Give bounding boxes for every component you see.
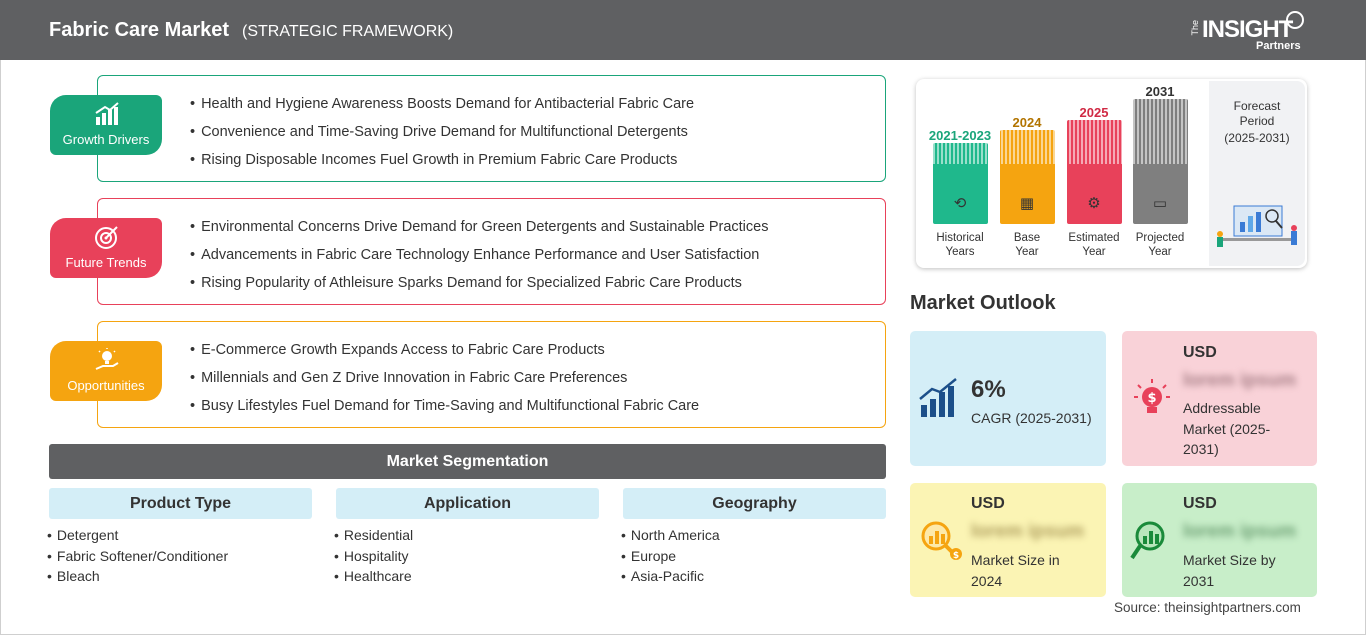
list-item: E-Commerce Growth Expands Access to Fabr…	[190, 340, 699, 368]
presentation-icon: ▭	[1152, 195, 1168, 212]
list-item: Busy Lifestyles Fuel Demand for Time-Sav…	[190, 396, 699, 424]
target-icon	[95, 226, 118, 249]
logo-magnifier-icon	[1286, 11, 1304, 29]
svg-text:$: $	[1147, 391, 1156, 406]
projected-year-value: 2031	[1145, 84, 1175, 99]
list-item: Healthcare	[334, 566, 413, 587]
cagr-label: CAGR (2025-2031)	[971, 410, 1092, 426]
source-credit[interactable]: Source: theinsightpartners.com	[1114, 600, 1301, 615]
list-item: Rising Popularity of Athleisure Sparks D…	[190, 273, 768, 301]
logo-insight: INSIGHT	[1202, 16, 1293, 43]
addressable-market-label: Addressable Market (2025- 2031)	[1183, 400, 1271, 457]
gears-icon: ⚙	[1087, 195, 1101, 212]
forecast-period-label: Forecast Period (2025-2031)	[1224, 99, 1290, 145]
list-item: Hospitality	[334, 546, 413, 567]
page-title: Fabric Care Market	[49, 19, 230, 41]
application-list: Residential Hospitality Healthcare	[334, 525, 413, 587]
list-item: Fabric Softener/Conditioner	[47, 546, 228, 567]
growth-drivers-box: Health and Hygiene Awareness Boosts Dema…	[97, 75, 886, 182]
segment-heading-application: Application	[336, 488, 599, 519]
addressable-market-value: lorem ipsum	[1183, 370, 1296, 391]
product-type-list: Detergent Fabric Softener/Conditioner Bl…	[47, 525, 228, 587]
market-size-2031-label: Market Size by 2031	[1183, 552, 1276, 589]
history-icon: ⟲	[953, 195, 967, 212]
future-trends-list: Environmental Concerns Drive Demand for …	[190, 217, 768, 301]
opportunities-box: E-Commerce Growth Expands Access to Fabr…	[97, 321, 886, 428]
growth-chart-icon	[95, 102, 119, 125]
growth-drivers-badge: Growth Drivers	[50, 95, 162, 155]
magnifier-chart-icon: $	[921, 521, 962, 561]
list-item: Millennials and Gen Z Drive Innovation i…	[190, 368, 699, 396]
base-year-value: 2024	[1012, 115, 1042, 130]
logo-partners: Partners	[1256, 40, 1301, 52]
header-bar: Fabric Care Market (STRATEGIC FRAMEWORK)…	[0, 0, 1366, 60]
list-item: Residential	[334, 525, 413, 546]
base-year-label: Base Year	[1013, 232, 1041, 258]
list-item: Detergent	[47, 525, 228, 546]
market-size-2024-currency: USD	[971, 495, 1005, 512]
bar-stripes-overlay	[933, 99, 1188, 164]
historical-years-label: Historical Years	[936, 232, 984, 258]
estimated-year-value: 2025	[1079, 105, 1109, 120]
list-item: Europe	[621, 546, 720, 567]
list-item: Bleach	[47, 566, 228, 587]
opportunities-badge: Opportunities	[50, 341, 162, 401]
market-size-2031-value: lorem ipsum	[1183, 521, 1296, 542]
calendar-icon: ▦	[1019, 195, 1035, 212]
magnifier-chart-green-icon	[1130, 521, 1165, 560]
list-item: Rising Disposable Incomes Fuel Growth in…	[190, 150, 694, 178]
future-trends-box: Environmental Concerns Drive Demand for …	[97, 198, 886, 305]
list-item: Environmental Concerns Drive Demand for …	[190, 217, 768, 245]
list-item: Convenience and Time-Saving Drive Demand…	[190, 122, 694, 150]
market-size-2031-currency: USD	[1183, 495, 1217, 512]
opportunities-list: E-Commerce Growth Expands Access to Fabr…	[190, 340, 699, 424]
insight-partners-logo[interactable]: The INSIGHT Partners	[1190, 10, 1310, 54]
svg-text:$: $	[953, 551, 959, 561]
market-size-2024-label: Market Size in 2024	[971, 552, 1060, 589]
list-item: Asia-Pacific	[621, 566, 720, 587]
addressable-market-currency: USD	[1183, 344, 1217, 361]
geography-list: North America Europe Asia-Pacific	[621, 525, 720, 587]
cagr-value: 6%	[971, 376, 1006, 403]
growth-drivers-label: Growth Drivers	[62, 132, 150, 147]
estimated-year-label: Estimated Year	[1068, 232, 1120, 258]
list-item: North America	[621, 525, 720, 546]
page-subtitle: (STRATEGIC FRAMEWORK)	[242, 23, 454, 40]
lightbulb-dollar-icon: $	[1134, 379, 1170, 413]
list-item: Advancements in Fabric Care Technology E…	[190, 245, 768, 273]
future-trends-label: Future Trends	[65, 255, 147, 270]
future-trends-badge: Future Trends	[50, 218, 162, 278]
market-outlook-title: Market Outlook	[910, 292, 1056, 314]
cagr-growth-icon	[919, 378, 957, 417]
market-segmentation-bar: Market Segmentation	[49, 444, 886, 479]
market-size-2024-value: lorem ipsum	[971, 521, 1084, 542]
historical-years-range: 2021-2023	[928, 128, 992, 143]
segment-heading-geography: Geography	[623, 488, 886, 519]
analytics-illustration-icon	[1217, 205, 1297, 247]
segment-heading-product-type: Product Type	[49, 488, 312, 519]
growth-drivers-list: Health and Hygiene Awareness Boosts Dema…	[190, 94, 694, 178]
lightbulb-hand-icon	[95, 348, 119, 370]
logo-the: The	[1190, 20, 1200, 36]
projected-year-label: Projected Year	[1135, 232, 1185, 258]
opportunities-label: Opportunities	[67, 378, 145, 393]
list-item: Health and Hygiene Awareness Boosts Dema…	[190, 94, 694, 122]
